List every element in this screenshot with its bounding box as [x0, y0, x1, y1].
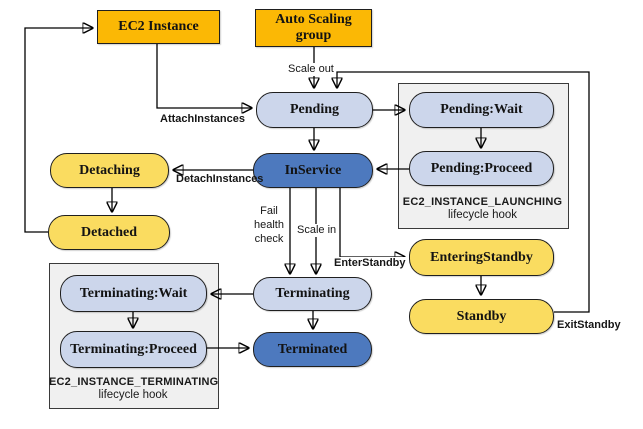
label-scale-out: Scale out [287, 63, 335, 76]
node-terminated: Terminated [253, 332, 372, 367]
terminating-hook-subtitle: lifecycle hook [98, 389, 168, 401]
node-auto-scaling-group: Auto Scaling group [255, 9, 372, 47]
node-detaching: Detaching [50, 153, 169, 188]
node-detached: Detached [48, 215, 170, 250]
launching-hook-label: EC2_INSTANCE_LAUNCHING lifecycle hook [398, 196, 567, 221]
node-entering-standby: EnteringStandby [409, 239, 554, 276]
node-terminating-proceed: Terminating:Proceed [60, 331, 207, 368]
node-pending-wait: Pending:Wait [409, 92, 554, 128]
launching-hook-name: EC2_INSTANCE_LAUNCHING [402, 196, 563, 208]
edge-ec2-instance-to-pending [156, 44, 251, 108]
terminating-hook-name: EC2_INSTANCE_TERMINATING [49, 376, 219, 388]
label-enter-standby: EnterStandby [333, 257, 407, 270]
node-terminating: Terminating [253, 277, 372, 311]
edge-detached-to-ec2-instance [24, 28, 92, 233]
label-exit-standby: ExitStandby [557, 319, 621, 331]
label-scale-in: Scale in [296, 224, 338, 237]
node-standby: Standby [409, 299, 554, 334]
node-terminating-wait: Terminating:Wait [60, 275, 207, 312]
node-ec2-instance: EC2 Instance [97, 10, 220, 44]
node-pending-proceed: Pending:Proceed [409, 151, 554, 186]
edge-inservice-to-entering-standby [339, 188, 404, 257]
node-pending: Pending [256, 92, 373, 128]
label-fail-health-check: Fail health check [254, 205, 284, 245]
node-inservice: InService [253, 153, 373, 188]
launching-hook-subtitle: lifecycle hook [447, 209, 518, 221]
label-attach-instances: AttachInstances [160, 113, 245, 125]
label-detach-instances: DetachInstances [176, 173, 264, 185]
terminating-hook-label: EC2_INSTANCE_TERMINATING lifecycle hook [49, 376, 219, 401]
